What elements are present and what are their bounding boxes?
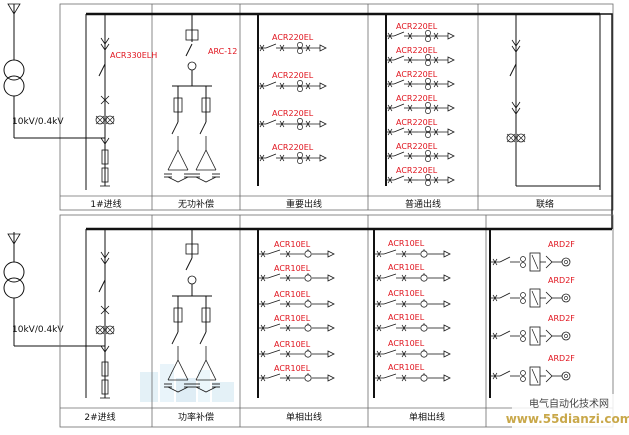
reactive-compensation-feeder: ARC-12 xyxy=(163,14,237,183)
single-phase-b-row: ACR10EL xyxy=(373,263,451,282)
caption-power-compensation: 功率补偿 xyxy=(178,411,214,423)
important-feeder-row: ACR220EL xyxy=(257,33,327,54)
single-phase-a-row: ACR10EL xyxy=(257,340,335,358)
ordinary-feeder-row-label: ACR220EL xyxy=(396,166,438,175)
single-phase-a-row-label: ACR10EL xyxy=(274,290,311,299)
single-phase-outgoing-b: ACR10EL ACR10EL ACR10EL ACR10EL ACR10EL ACR10… xyxy=(373,229,451,398)
ordinary-feeder-row: ACR220EL xyxy=(385,70,455,90)
site-watermark: 电气自动化技术网 www.55dianzi.com xyxy=(506,394,629,428)
ordinary-feeder-row: ACR220EL xyxy=(385,142,455,163)
power-compensation-feeder xyxy=(163,229,221,393)
important-feeder-row-label: ACR220EL xyxy=(272,109,314,118)
transformer-1-voltage: 10kV/0.4kV xyxy=(12,117,64,127)
single-phase-a-row: ACR10EL xyxy=(257,314,335,332)
ordinary-feeder-row: ACR220EL xyxy=(385,118,455,139)
single-phase-a-row: ACR10EL xyxy=(257,364,335,382)
single-phase-b-row-label: ACR10EL xyxy=(388,313,425,322)
motor-feeder-row: ARD2F xyxy=(489,314,575,346)
motor-feeders: ARD2F ARD2F ARD2F ARD2F xyxy=(489,229,575,398)
caption-reactive-compensation: 无功补偿 xyxy=(178,198,214,210)
single-phase-a-row-label: ACR10EL xyxy=(274,314,311,323)
important-feeder-row: ACR220EL xyxy=(257,71,327,92)
single-phase-b-row: ACR10EL xyxy=(373,313,451,332)
motor-feeder-row-label: ARD2F xyxy=(548,276,575,285)
top-panel-frame xyxy=(59,3,614,211)
ordinary-feeder-row-label: ACR220EL xyxy=(396,46,438,55)
single-phase-a-row-label: ACR10EL xyxy=(274,264,311,273)
caption-important-outgoing: 重要出线 xyxy=(286,198,322,210)
transformer-2: 10kV/0.4kV xyxy=(3,232,105,347)
motor-feeder-row-label: ARD2F xyxy=(548,240,575,249)
transformer-1: 10kV/0.4kV xyxy=(3,3,105,139)
ordinary-feeder-row-label: ACR220EL xyxy=(396,70,438,79)
ordinary-feeder-row: ACR220EL xyxy=(385,46,455,66)
ordinary-outgoing-feeders: ACR220EL ACR220EL ACR220EL ACR220EL ACR220EL… xyxy=(385,14,455,187)
single-phase-b-row-label: ACR10EL xyxy=(388,339,425,348)
single-phase-b-row-label: ACR10EL xyxy=(388,263,425,272)
single-phase-a-row-label: ACR10EL xyxy=(274,240,311,249)
ordinary-feeder-row: ACR220EL xyxy=(385,94,455,114)
single-phase-b-row: ACR10EL xyxy=(373,289,451,308)
motor-feeder-row: ARD2F xyxy=(489,354,575,386)
motor-feeder-row-label: ARD2F xyxy=(548,314,575,323)
single-phase-outgoing-a: ACR10EL ACR10EL ACR10EL ACR10EL ACR10EL ACR10… xyxy=(257,229,335,398)
motor-feeder-row: ARD2F xyxy=(489,240,575,272)
single-phase-b-row: ACR10EL xyxy=(373,239,451,258)
single-phase-b-row: ACR10EL xyxy=(373,339,451,358)
caption-single-phase-b: 单相出线 xyxy=(409,411,445,423)
ordinary-feeder-row-label: ACR220EL xyxy=(396,22,438,31)
watermark-line-2: www.55dianzi.com xyxy=(506,412,629,426)
top-section: ACR330ELH ARC-12 ACR220ELACR220ELACR220E… xyxy=(59,3,614,229)
ordinary-feeder-row-label: ACR220EL xyxy=(396,118,438,127)
single-phase-b-row-label: ACR10EL xyxy=(388,289,425,298)
caption-incoming-1: 1#进线 xyxy=(90,198,121,210)
single-phase-a-row: ACR10EL xyxy=(257,264,335,282)
single-phase-a-row: ACR10EL xyxy=(257,290,335,308)
ordinary-feeder-row-label: ACR220EL xyxy=(396,94,438,103)
single-phase-a-row-label: ACR10EL xyxy=(274,364,311,373)
ordinary-feeder-row: ACR220EL xyxy=(385,22,455,42)
motor-feeder-row-label: ARD2F xyxy=(548,354,575,363)
watermark-line-1: 电气自动化技术网 xyxy=(529,397,609,410)
reactive-device-label: ARC-12 xyxy=(208,47,237,56)
incoming-1-feeder: ACR330ELH xyxy=(95,14,157,187)
single-phase-b-row-label: ACR10EL xyxy=(388,363,425,372)
single-phase-b-row: ACR10EL xyxy=(373,363,451,382)
background-decoration xyxy=(140,364,234,402)
single-phase-b-row-label: ACR10EL xyxy=(388,239,425,248)
ordinary-feeder-row: ACR220EL xyxy=(385,166,455,187)
single-phase-a-row: ACR10EL xyxy=(257,240,335,258)
single-phase-a-row-label: ACR10EL xyxy=(274,340,311,349)
important-feeder-row-label: ACR220EL xyxy=(272,71,314,80)
caption-tie: 联络 xyxy=(536,198,554,210)
important-feeder-row: ACR220EL xyxy=(257,143,327,165)
motor-feeder-row: ARD2F xyxy=(489,276,575,308)
bus-tie-feeder xyxy=(506,14,600,187)
important-feeder-row: ACR220EL xyxy=(257,109,327,131)
bottom-panel-frame xyxy=(59,214,614,428)
important-feeder-row-label: ACR220EL xyxy=(272,33,314,42)
important-feeder-row-label: ACR220EL xyxy=(272,143,314,152)
caption-ordinary-outgoing: 普通出线 xyxy=(405,198,441,210)
incoming-2-feeder xyxy=(95,229,115,399)
caption-single-phase-a: 单相出线 xyxy=(286,411,322,423)
transformer-2-voltage: 10kV/0.4kV xyxy=(12,325,64,335)
caption-incoming-2: 2#进线 xyxy=(84,411,115,423)
incoming-1-device-label: ACR330ELH xyxy=(110,51,157,60)
important-outgoing-feeders: ACR220EL ACR220EL ACR220EL ACR220EL xyxy=(257,14,327,186)
ordinary-feeder-row-label: ACR220EL xyxy=(396,142,438,151)
tie-connection-line xyxy=(600,13,613,229)
